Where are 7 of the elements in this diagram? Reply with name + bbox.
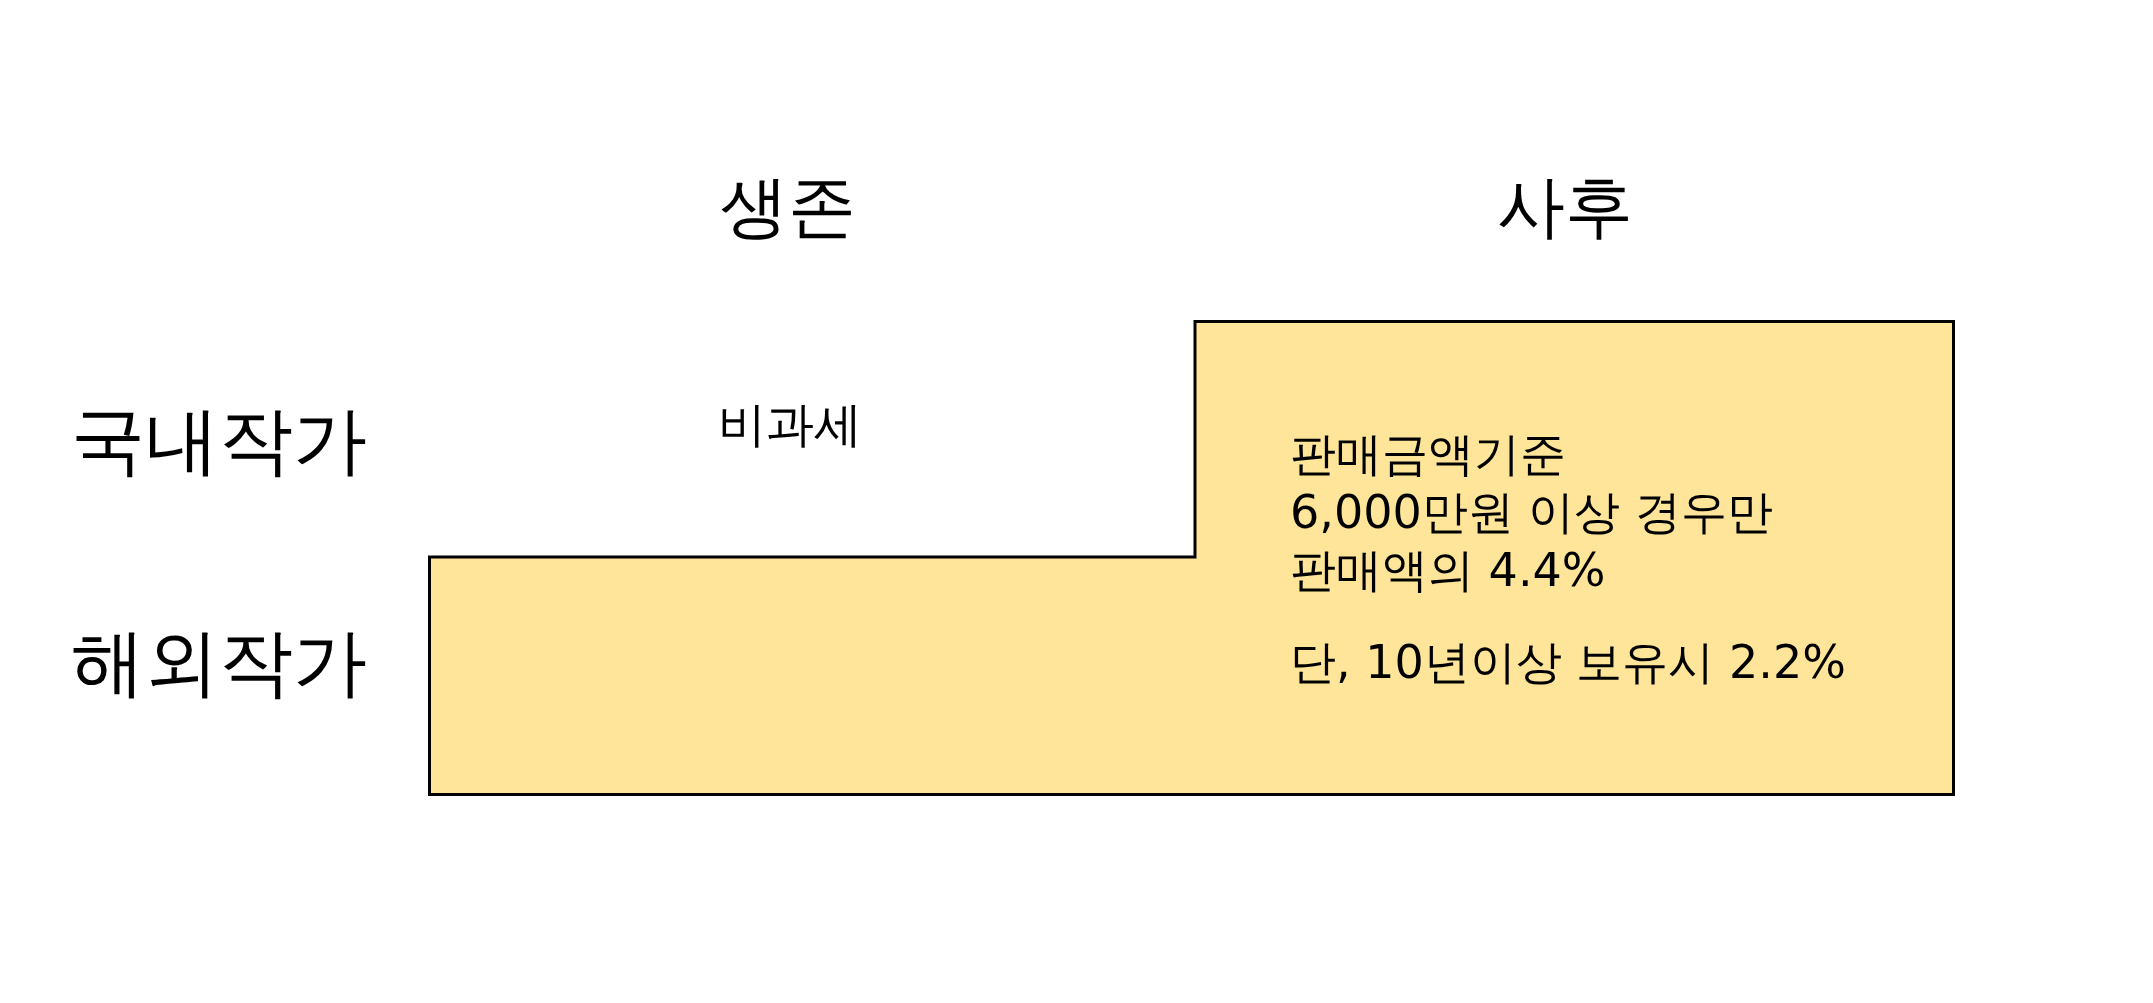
row-heading: 해외작가 [71,622,367,704]
note-text: 판매금액기준 6,000만원 이상 경우만 판매액의 4.4% [1290,426,1774,599]
note-text: 단, 10년이상 보유시 2.2% [1290,634,1847,691]
column-heading: 생존 [720,170,856,245]
row-heading: 국내작가 [71,400,367,482]
column-heading: 사후 [1497,170,1633,245]
cell-text: 비과세 [718,398,862,451]
